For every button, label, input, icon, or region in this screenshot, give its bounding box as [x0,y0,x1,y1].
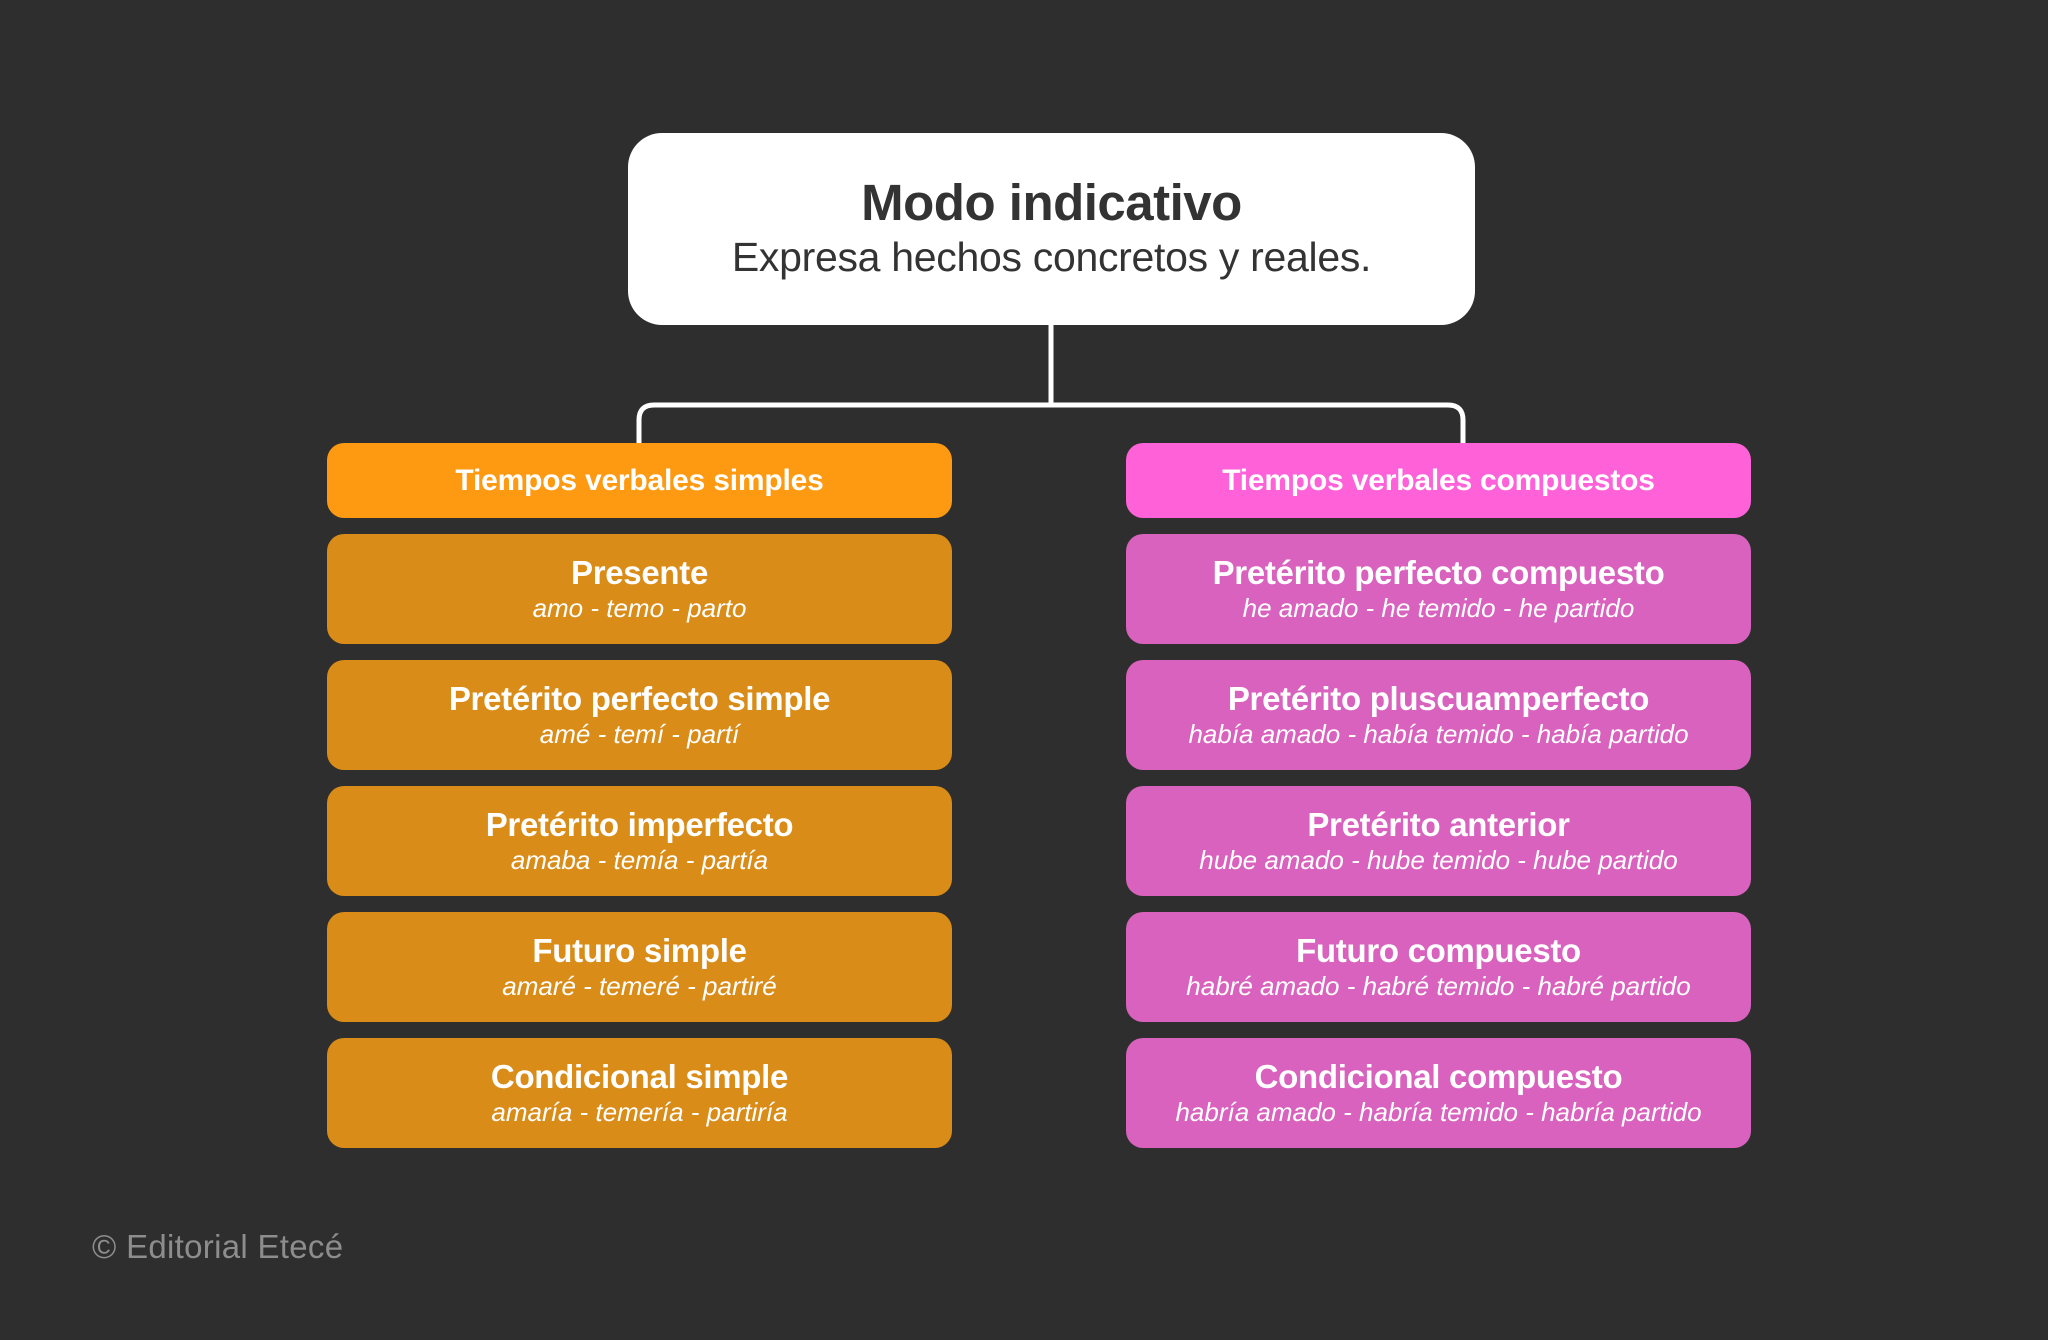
tense-examples: amo - temo - parto [532,592,747,623]
tense-card-condicional-compuesto: Condicional compuesto habría amado - hab… [1126,1038,1751,1148]
tense-title: Pretérito anterior [1307,806,1570,844]
tense-title: Condicional compuesto [1254,1058,1623,1096]
tense-title: Presente [570,554,708,592]
page-title: Modo indicativo [861,174,1242,232]
tense-examples: hube amado - hube temido - hube partido [1199,844,1678,875]
tense-examples: he amado - he temido - he partido [1242,592,1635,623]
tense-examples: habré amado - habré temido - habré parti… [1186,970,1691,1001]
tense-title: Pretérito perfecto compuesto [1212,554,1665,592]
tense-examples: amé - temí - partí [539,718,740,749]
tense-card-futuro-compuesto: Futuro compuesto habré amado - habré tem… [1126,912,1751,1022]
tense-card-condicional-simple: Condicional simple amaría - temería - pa… [327,1038,952,1148]
column-compound-tenses: Tiempos verbales compuestos Pretérito pe… [1126,443,1751,1148]
tense-examples: amaré - temeré - partiré [502,970,777,1001]
root-subtitle: Expresa hechos concretos y reales. [731,234,1372,281]
tense-card-presente: Presente amo - temo - parto [327,534,952,644]
tense-examples: habría amado - habría temido - habría pa… [1175,1096,1702,1127]
column-simple-tenses: Tiempos verbales simples Presente amo - … [327,443,952,1148]
tense-card-preterito-imperfecto: Pretérito imperfecto amaba - temía - par… [327,786,952,896]
tense-title: Pretérito pluscuamperfecto [1227,680,1650,718]
tense-title: Condicional simple [490,1058,789,1096]
tense-card-futuro-simple: Futuro simple amaré - temeré - partiré [327,912,952,1022]
tense-title: Futuro compuesto [1296,932,1581,970]
copyright-credit: © Editorial Etecé [92,1228,344,1265]
tense-card-preterito-pluscuamperfecto: Pretérito pluscuamperfecto había amado -… [1126,660,1751,770]
column-header-simple: Tiempos verbales simples [327,443,952,518]
tense-title: Pretérito imperfecto [485,806,794,844]
tense-card-preterito-perfecto-simple: Pretérito perfecto simple amé - temí - p… [327,660,952,770]
tense-title: Futuro simple [532,932,747,970]
tense-card-preterito-anterior: Pretérito anterior hube amado - hube tem… [1126,786,1751,896]
tense-card-preterito-perfecto-compuesto: Pretérito perfecto compuesto he amado - … [1126,534,1751,644]
tense-examples: amaba - temía - partía [510,844,769,875]
root-title-card: Modo indicativo Expresa hechos concretos… [628,133,1475,325]
column-header-compound: Tiempos verbales compuestos [1126,443,1751,518]
tense-title: Pretérito perfecto simple [448,680,831,718]
tense-examples: había amado - había temido - había parti… [1188,718,1689,749]
tense-examples: amaría - temería - partiría [491,1096,788,1127]
